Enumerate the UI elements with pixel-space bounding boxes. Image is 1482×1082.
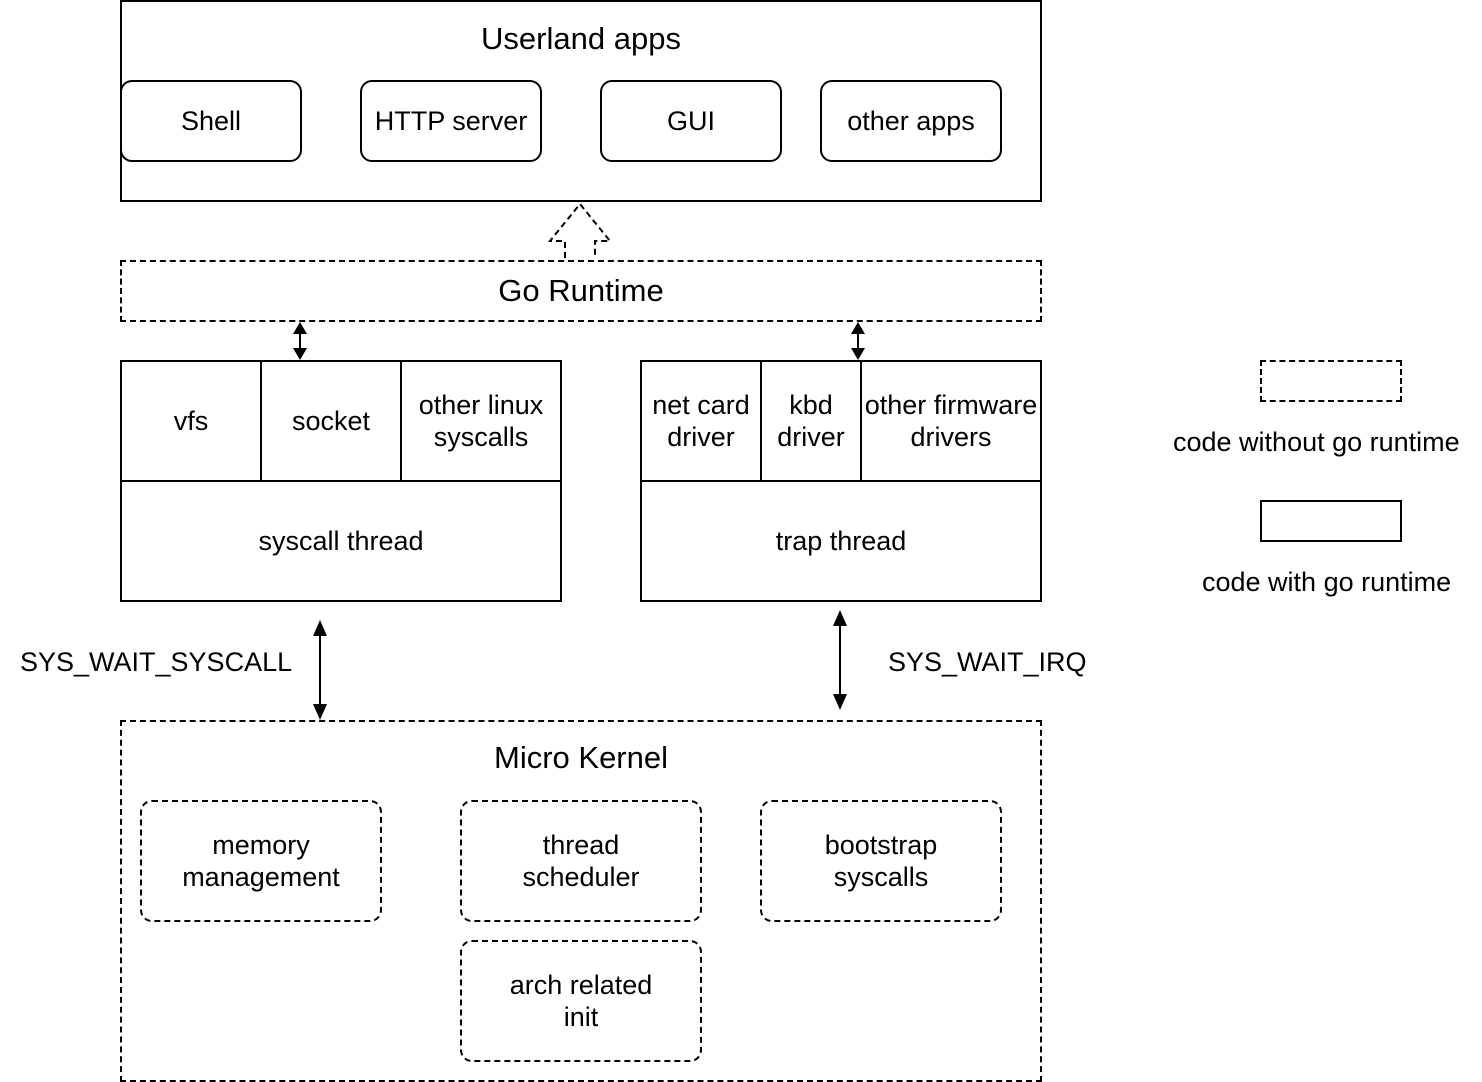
sys-wait-syscall-label: SYS_WAIT_SYSCALL: [20, 647, 293, 677]
go-runtime-to-userland-arrow: [547, 202, 613, 258]
micro-kernel-title: Micro Kernel: [494, 740, 668, 775]
trap-cell-other-firmware-drivers: other firmware drivers: [860, 360, 1042, 482]
syscall-cell-vfs: vfs: [120, 360, 262, 482]
legend-dashed-swatch: [1260, 360, 1402, 402]
go-runtime-syscall-link-arrow: [293, 322, 307, 360]
sys-wait-syscall-arrow: [313, 620, 327, 720]
legend-solid-label: code with go runtime: [1202, 567, 1452, 597]
legend-solid-swatch: [1260, 500, 1402, 542]
sys-wait-irq-arrow: [833, 610, 847, 710]
syscall-thread: syscall thread: [120, 480, 562, 602]
app-http-server: HTTP server: [360, 80, 542, 162]
trap-thread: trap thread: [640, 480, 1042, 602]
sys-wait-irq-label: SYS_WAIT_IRQ: [888, 647, 1087, 677]
syscall-cell-other-linux-syscalls: other linux syscalls: [400, 360, 562, 482]
trap-cell-kbd-driver: kbd driver: [760, 360, 862, 482]
kernel-arch-related-init: arch related init: [460, 940, 702, 1062]
go-runtime-title: Go Runtime: [498, 273, 664, 308]
legend-dashed-label: code without go runtime: [1173, 427, 1460, 457]
app-gui: GUI: [600, 80, 782, 162]
kernel-memory-management: memory management: [140, 800, 382, 922]
go-runtime-box: Go Runtime: [120, 260, 1042, 322]
userland-apps-title: Userland apps: [481, 21, 681, 56]
app-other-apps: other apps: [820, 80, 1002, 162]
kernel-thread-scheduler: thread scheduler: [460, 800, 702, 922]
kernel-bootstrap-syscalls: bootstrap syscalls: [760, 800, 1002, 922]
app-shell: Shell: [120, 80, 302, 162]
go-runtime-trap-link-arrow: [851, 322, 865, 360]
